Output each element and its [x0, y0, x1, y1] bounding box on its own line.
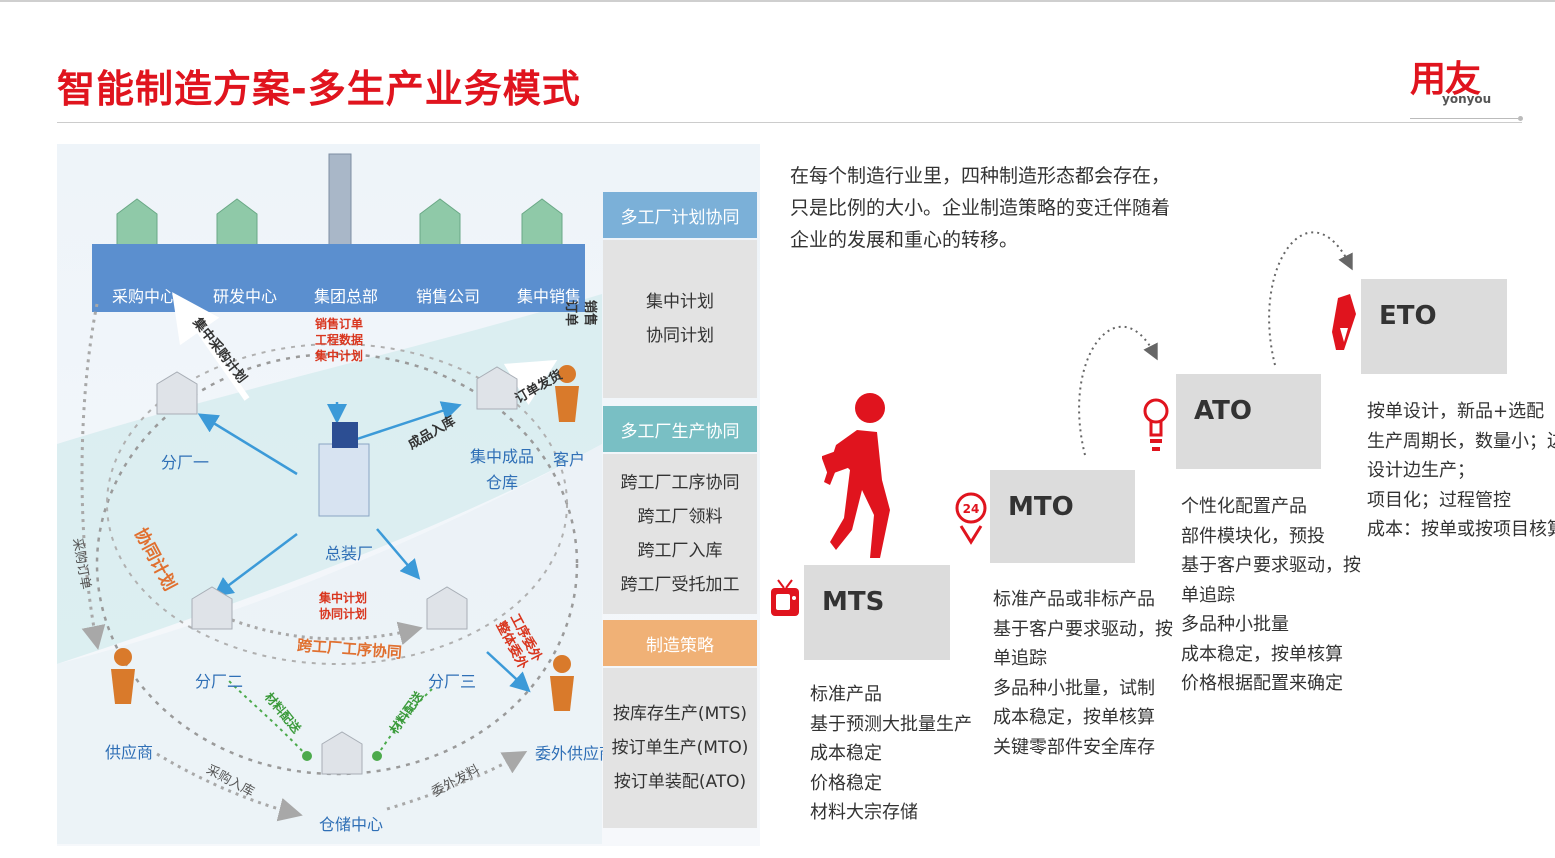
panel-item: 跨工厂工序协同 [620, 473, 740, 493]
mode-desc-eto: 按单设计，新品+选配 生产周期长，数量小；边 设计边生产； 项目化；过程管控 成… [1367, 397, 1555, 545]
desc-line: 成本：按单或按项目核算 [1367, 519, 1555, 540]
panel-item: 协同计划 [646, 326, 714, 346]
logo-dot [1518, 116, 1523, 121]
top-bar-item: 销售公司 [416, 287, 481, 306]
desc-line: 项目化；过程管控 [1367, 489, 1511, 511]
order-ship-arrow [503, 359, 558, 406]
tv-icon [771, 579, 799, 616]
desc-line: 设计边生产； [1367, 460, 1475, 481]
desc-line: 关键零部件安全库存 [993, 736, 1155, 758]
material-arrows [226, 678, 433, 757]
running-man-icon [822, 393, 890, 558]
desc-line: 标准产品 [810, 684, 882, 705]
desc-line: 单追踪 [993, 648, 1047, 669]
desc-line: 价格根据配置来确定 [1181, 673, 1343, 694]
svg-text:24: 24 [963, 502, 980, 516]
mode-box-ato: ATO [1176, 374, 1321, 469]
title-divider [57, 122, 1522, 123]
panel-body-production: 跨工厂工序协同 跨工厂领料 跨工厂入库 跨工厂受托加工 [603, 454, 757, 614]
panel-body-strategy: 按库存生产(MTS) 按订单生产(MTO) 按订单装配(ATO) [603, 668, 757, 828]
desc-line: 基于预测大批量生产 [810, 713, 972, 735]
desc-line: 成本稳定，按单核算 [993, 707, 1155, 728]
mode-code: MTS [822, 587, 885, 617]
desc-line: 按单设计，新品+选配 [1367, 401, 1545, 422]
multi-factory-diagram: 采购中心 研发中心 集团总部 销售公司 集中销售 分厂一 分厂二 分厂三 总装厂… [57, 144, 760, 846]
desc-line: 部件模块化，预投 [1181, 525, 1325, 547]
factory-icons [156, 366, 518, 775]
purchase-plan-arrow [172, 292, 250, 401]
label-sales-orders: 销售订单 工程数据 集中计划 [315, 317, 364, 363]
top-border [0, 0, 1555, 2]
light-band [57, 444, 602, 844]
inner-ellipse [106, 343, 568, 665]
desc-line: 单追踪 [1181, 584, 1235, 606]
pencil-icon [1332, 294, 1356, 350]
panel-item: 跨工厂入库 [637, 541, 723, 561]
panel-header-production: 多工厂生产协同 [603, 406, 757, 452]
label-sales-order-vertical: 销售 订单 [563, 299, 598, 327]
panel-header-strategy: 制造策略 [603, 620, 757, 666]
yonyou-logo: 用友 yonyou [1410, 50, 1523, 121]
top-bar-item: 集团总部 [314, 287, 379, 306]
desc-line: 基于客户要求驱动，按 [1181, 555, 1361, 576]
top-buildings [116, 153, 563, 255]
logo-english: yonyou [1442, 92, 1492, 106]
node-storage-center: 仓储中心 [319, 815, 384, 834]
panel-body-plan: 集中计划 协同计划 [603, 240, 757, 398]
node-factory2: 分厂二 [195, 672, 244, 691]
panel-item: 跨工厂领料 [637, 507, 723, 527]
top-bar-item: 采购中心 [112, 287, 177, 306]
mode-code: ETO [1379, 301, 1437, 331]
people-icons [111, 365, 579, 711]
desc-line: 基于客户要求驱动，按 [993, 618, 1173, 640]
gray-flow-arrows [80, 303, 528, 822]
mode-box-mts: MTS [804, 565, 950, 660]
top-bar-item: 研发中心 [213, 287, 278, 306]
mode-desc-ato: 个性化配置产品 部件模块化，预投 基于客户要求驱动，按 单追踪 多品种小批量 成… [1181, 492, 1361, 699]
panel-item: 按库存生产(MTS) [612, 704, 748, 724]
mode-code: ATO [1194, 396, 1252, 426]
mode-box-mto: MTO [990, 470, 1135, 563]
panel-item: 跨工厂受托加工 [620, 575, 740, 595]
label-central-collab: 集中计划 协同计划 [319, 591, 368, 621]
node-finished-warehouse: 集中成品 仓库 [470, 447, 535, 492]
panel-header-plan: 多工厂计划协同 [603, 192, 757, 238]
node-outsourced-supplier: 委外供应商 [535, 744, 616, 763]
desc-line: 个性化配置产品 [1181, 496, 1307, 517]
panel-item: 集中计划 [646, 292, 714, 312]
panel-item: 按订单装配(ATO) [613, 772, 747, 792]
desc-line: 成本稳定，按单核算 [1181, 643, 1343, 665]
desc-line: 成本稳定 [810, 743, 882, 764]
mode-box-eto: ETO [1361, 279, 1507, 374]
assembly-arrows [197, 401, 531, 693]
node-supplier: 供应商 [105, 743, 154, 762]
desc-line: 多品种小批量 [1181, 614, 1289, 635]
page-title: 智能制造方案-多生产业务模式 [57, 67, 581, 111]
top-bar-item: 集中销售 [517, 287, 582, 306]
logo-underline [1410, 118, 1518, 119]
node-factory3: 分厂三 [428, 672, 477, 691]
panel-item: 按订单生产(MTO) [611, 738, 749, 758]
node-factory1: 分厂一 [161, 453, 210, 472]
mode-desc-mto: 标准产品或非标产品 基于客户要求驱动，按 单追踪 多品种小批量，试制 成本稳定，… [993, 585, 1173, 762]
clock-24-icon: 24 [955, 492, 987, 545]
desc-line: 材料大宗存储 [810, 802, 918, 823]
mode-code: MTO [1008, 492, 1074, 522]
step-arrows [1078, 231, 1353, 456]
desc-line: 价格稳定 [810, 772, 882, 794]
node-assembly: 总装厂 [325, 544, 374, 563]
desc-line: 多品种小批量，试制 [993, 677, 1155, 699]
desc-line: 标准产品或非标产品 [993, 589, 1155, 610]
assembly-building [318, 422, 370, 517]
desc-line: 生产周期长，数量小；边 [1367, 430, 1555, 452]
mode-desc-mts: 标准产品 基于预测大批量生产 成本稳定 价格稳定 材料大宗存储 [810, 680, 972, 828]
lightbulb-icon [1143, 398, 1169, 451]
intro-text: 在每个制造行业里，四种制造形态都会存在，只是比例的大小。企业制造策略的变迁伴随着… [790, 165, 1171, 251]
logo-chinese: 用友 [1410, 59, 1481, 100]
node-customer: 客户 [553, 450, 586, 469]
